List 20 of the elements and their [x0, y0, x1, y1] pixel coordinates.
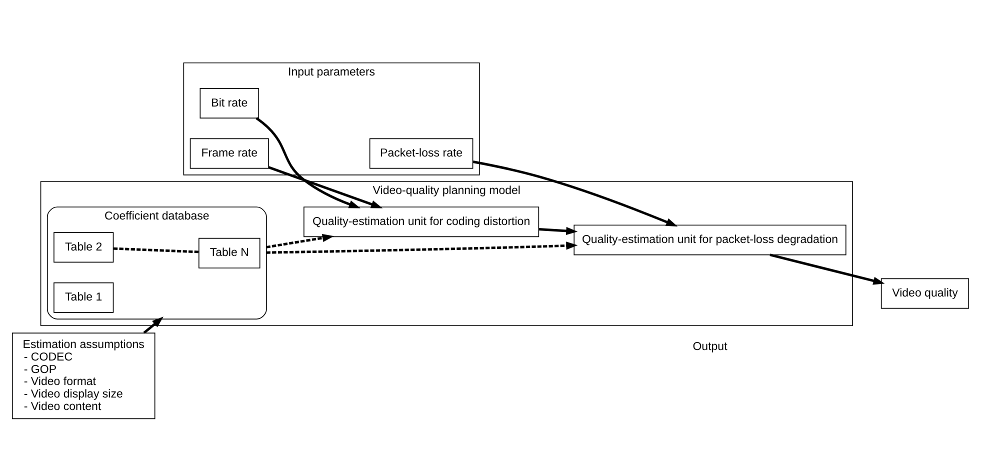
arrow [266, 242, 578, 254]
arrow [266, 234, 334, 248]
node-box: Bit rate [200, 88, 260, 118]
node-box: Quality-estimation unit for coding distortion [304, 206, 540, 238]
arrow [472, 160, 678, 226]
node-box: Table 2 [54, 232, 114, 263]
node-box: Table N [198, 238, 260, 268]
arrow [256, 117, 360, 208]
arrow [770, 254, 885, 285]
node-box: Frame rate [190, 138, 269, 169]
node-box: Video quality [880, 278, 970, 309]
node-box: Quality-estimation unit for packet-loss degradation [574, 224, 846, 256]
arrow [538, 226, 578, 235]
node-box: Table 1 [54, 282, 114, 313]
connector [114, 247, 199, 254]
arrow [268, 166, 383, 208]
node-box: Packet-loss rate [369, 138, 474, 169]
node-box: Estimation assumptions - CODEC - GOP - Video format - Video display size - Video content [12, 332, 156, 420]
arrow [143, 316, 164, 334]
label: Output [692, 341, 728, 354]
